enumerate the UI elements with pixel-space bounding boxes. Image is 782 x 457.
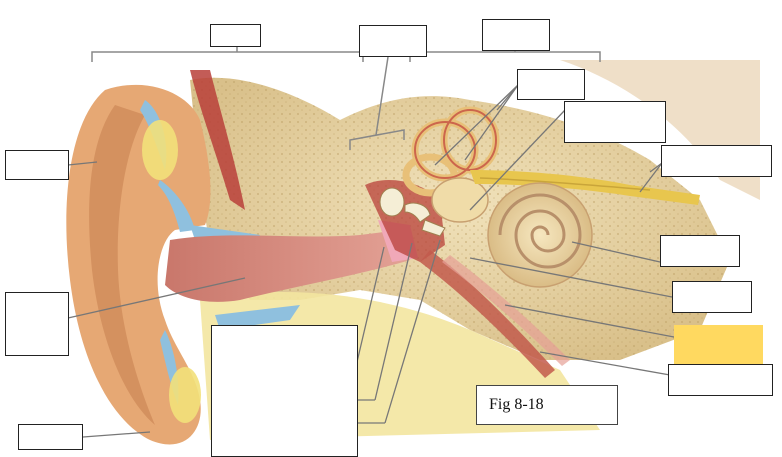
- label-box-cochlea[interactable]: [660, 235, 740, 267]
- label-box-inner-ear-region[interactable]: [482, 19, 550, 51]
- figure-caption: Fig 8-18: [476, 385, 618, 425]
- label-box-round-window[interactable]: [672, 281, 752, 313]
- label-box-outer-ear-region[interactable]: [210, 24, 261, 47]
- auditory-tube: [420, 250, 555, 378]
- vestibulocochlear-nerve: [470, 170, 700, 205]
- label-box-auricle[interactable]: [5, 150, 69, 180]
- auditory-tube-lining: [442, 255, 570, 366]
- leader-lines: [67, 84, 675, 438]
- figure-caption-text: Fig 8-18: [489, 396, 544, 413]
- label-box-auditory-tube[interactable]: [668, 364, 773, 396]
- label-box-ossicles-group[interactable]: [211, 325, 358, 457]
- label-box-earlobe[interactable]: [18, 424, 83, 450]
- region-bracket: [91, 46, 601, 150]
- label-box-semicircular-canals[interactable]: [517, 69, 585, 100]
- cochlea: [487, 182, 593, 288]
- label-box-vestibule[interactable]: [564, 101, 666, 143]
- muscle-strip: [190, 70, 245, 210]
- ear-canal: [165, 230, 410, 302]
- vestibule: [431, 177, 489, 223]
- ossicles: [379, 187, 446, 237]
- label-box-middle-ear-region[interactable]: [359, 25, 427, 57]
- label-box-highlighted[interactable]: [674, 325, 763, 364]
- label-box-external-auditory-canal[interactable]: [5, 292, 69, 356]
- label-box-vestibulocochlear-nerve[interactable]: [661, 145, 772, 177]
